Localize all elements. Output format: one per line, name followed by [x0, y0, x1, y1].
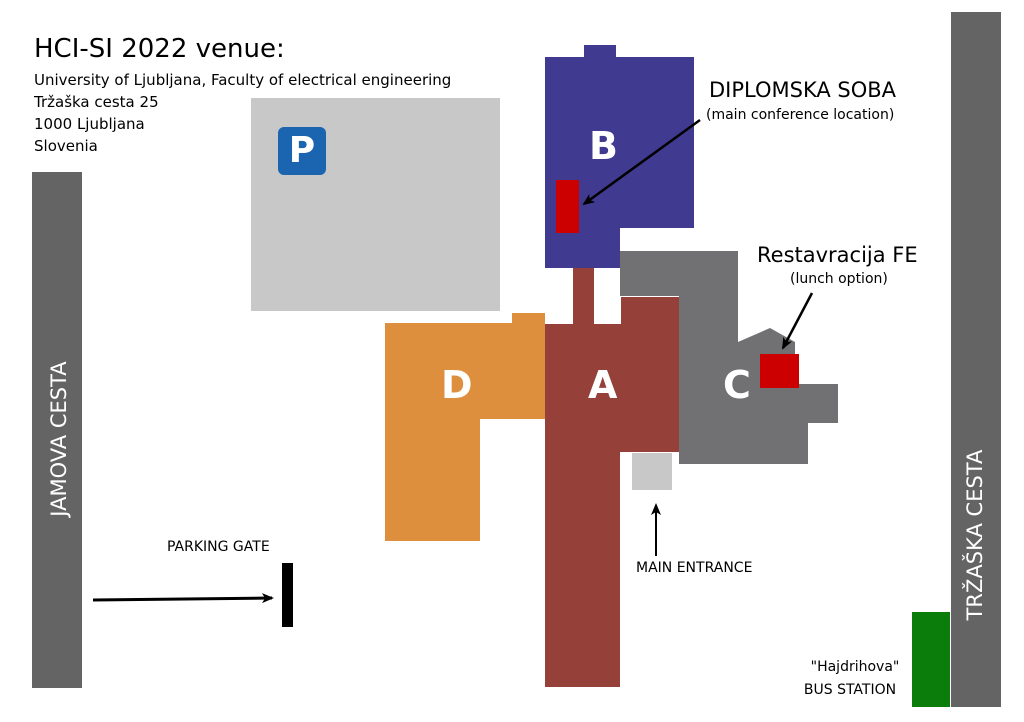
diplomska-soba-marker — [556, 180, 579, 233]
parking-gate-label: PARKING GATE — [167, 539, 270, 555]
address-line: University of Ljubljana, Faculty of elec… — [34, 71, 452, 89]
address-line: 1000 Ljubljana — [34, 115, 145, 133]
building-d — [385, 313, 545, 541]
building-b — [545, 45, 694, 268]
restavracija-fe-title: Restavracija FE — [757, 243, 918, 267]
trzaska-cesta-road — [951, 12, 1001, 707]
parking-gate-arrow-icon — [92, 593, 274, 604]
building-a-label: A — [588, 363, 618, 407]
restavracija-fe-marker — [760, 354, 799, 388]
address-line: Slovenia — [34, 137, 98, 155]
main-entrance-label: MAIN ENTRANCE — [636, 560, 753, 576]
venue-title: HCI-SI 2022 venue: — [34, 34, 285, 64]
venue-address: University of Ljubljana, Faculty of elec… — [34, 69, 451, 157]
bus-station-label: BUS STATION — [803, 682, 897, 698]
bus-station-marker — [912, 612, 950, 707]
building-c — [620, 251, 838, 464]
restavracija-arrow-icon — [781, 292, 814, 350]
trzaska-cesta-label: TRŽAŠKA CESTA — [963, 449, 987, 621]
building-c-label: C — [723, 363, 751, 407]
jamova-cesta-road — [32, 172, 82, 688]
restavracija-fe-subtitle: (lunch option) — [790, 271, 888, 287]
building-b-label: B — [589, 124, 618, 168]
bus-station-name: "Hajdrihova" — [810, 659, 900, 675]
diplomska-soba-subtitle: (main conference location) — [706, 107, 895, 123]
diplomska-soba-title: DIPLOMSKA SOBA — [709, 78, 897, 102]
diplomska-soba-arrow-icon — [582, 118, 701, 206]
building-d-label: D — [441, 363, 473, 407]
parking-gate-bar — [282, 563, 293, 627]
parking-sign-icon: P — [278, 127, 326, 175]
building-a — [545, 268, 679, 687]
address-line: Tržaška cesta 25 — [34, 93, 159, 111]
jamova-cesta-label: JAMOVA CESTA — [47, 361, 71, 517]
main-entrance-marker — [632, 453, 672, 490]
